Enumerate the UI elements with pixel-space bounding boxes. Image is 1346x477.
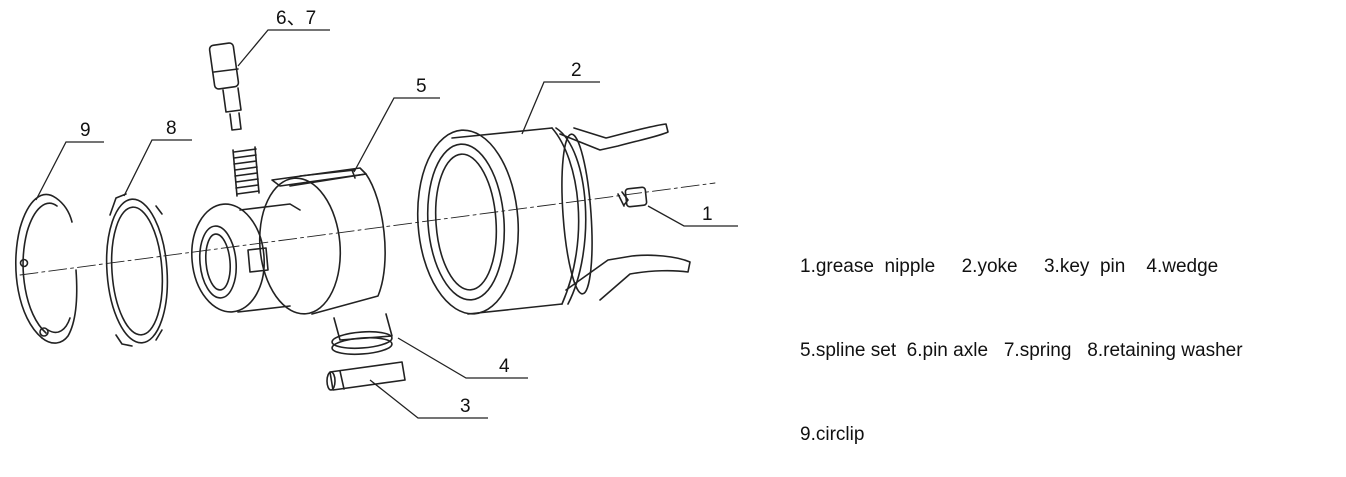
center-axis [19,182,716,276]
grease-nipple-part [617,186,648,208]
callout-4: 4 [499,356,510,377]
callout-1: 1 [702,204,713,225]
exploded-assembly-drawing: 1 2 3 4 5 6、7 8 9 [15,8,738,419]
leader-line-1 [647,205,738,227]
yoke-part [416,123,691,315]
legend-line-1: 1.grease nipple 2.yoke 3.key pin 4.wedge [800,256,1219,277]
leader-line-4 [397,337,528,379]
legend-line-3: 9.circlip [800,424,865,445]
spline-set-part [191,167,386,315]
legend-line-2: 5.spline set 6.pin axle 7.spring 8.retai… [800,340,1243,361]
circlip-part [15,193,78,344]
callout-3: 3 [460,396,471,417]
leader-line-67 [237,29,330,67]
leader-line-3 [369,379,488,419]
leader-line-5 [353,97,440,173]
callout-8: 8 [166,118,177,139]
parts-legend: 1.grease nipple 2.yoke 3.key pin 4.wedge… [800,197,1243,477]
callout-6-7: 6、7 [276,8,316,29]
retaining-washer-part [105,193,169,347]
key-pin-part [326,361,406,391]
leader-line-8 [123,139,192,197]
leader-line-9 [35,141,104,201]
wedge-part [331,313,393,356]
spring-part [232,146,260,197]
leader-line-2 [521,81,600,135]
callout-9: 9 [80,120,91,141]
callout-2: 2 [571,60,582,81]
callout-5: 5 [416,76,427,97]
pin-axle-part [208,42,242,131]
